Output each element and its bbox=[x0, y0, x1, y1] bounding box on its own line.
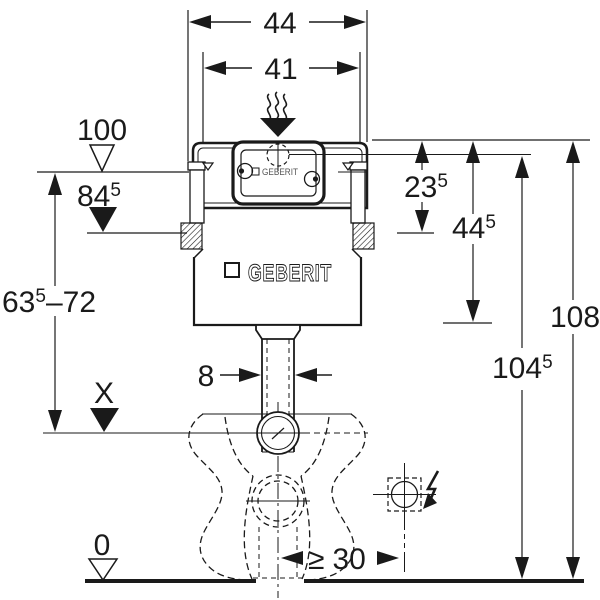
outlet-offset-label: ≥30 bbox=[308, 543, 366, 576]
odor-extraction-icon bbox=[260, 91, 296, 137]
arrow-down-icon bbox=[466, 300, 480, 322]
tank-brand-label: GEBERIT bbox=[248, 260, 332, 287]
dimension-front-panel: 235 bbox=[397, 141, 448, 234]
lightning-arrowhead-icon bbox=[423, 493, 437, 509]
marker-plate-level: 845 bbox=[77, 180, 187, 234]
access-panel: GEBERIT bbox=[231, 140, 326, 206]
dimension-install-height: 1045 bbox=[492, 156, 553, 579]
dimension-inner-width: 41 bbox=[202, 52, 361, 142]
panel-screw-icon bbox=[312, 176, 319, 182]
panel-brand-label: GEBERIT bbox=[262, 167, 298, 177]
arrow-left-icon bbox=[281, 551, 303, 565]
marker-floor-level: 0 bbox=[87, 529, 119, 582]
water-level-icon bbox=[341, 162, 355, 172]
panel-clip-right bbox=[303, 170, 321, 188]
right-dimensions: 235 445 1045 108 bbox=[289, 139, 600, 579]
panel-screw-icon bbox=[238, 168, 245, 174]
inner-width-label: 41 bbox=[264, 53, 297, 86]
cistern-tank: GEBERIT bbox=[192, 257, 363, 327]
arrow-left-icon bbox=[189, 15, 211, 29]
right-hanger-bar bbox=[350, 169, 366, 224]
left-hanger-bar bbox=[189, 169, 205, 224]
flush-pipe-flange bbox=[255, 324, 301, 340]
dimension-flush-pipe-width: 8 bbox=[198, 360, 332, 393]
level-triangle-open-icon bbox=[87, 558, 119, 582]
flush-pipe-width-label: 8 bbox=[198, 360, 215, 393]
water-level-icon bbox=[201, 162, 215, 172]
arrow-down-icon bbox=[566, 557, 580, 579]
arrow-right-icon bbox=[239, 368, 261, 382]
bend-range-label: 635–72 bbox=[2, 286, 96, 319]
front-panel-label: 235 bbox=[404, 171, 448, 204]
arrow-up-icon bbox=[415, 141, 429, 163]
install-height-label: 1045 bbox=[492, 352, 553, 385]
dimension-bend-range: 635–72 bbox=[2, 173, 96, 432]
total-height-label: 108 bbox=[550, 301, 600, 334]
right-threaded-rod bbox=[352, 222, 375, 250]
arrow-right-icon bbox=[344, 15, 366, 29]
left-threaded-rod bbox=[180, 222, 203, 250]
arrow-down-icon bbox=[415, 210, 429, 232]
level-triangle-filled-icon bbox=[89, 207, 117, 232]
arrow-left-icon bbox=[204, 61, 226, 75]
down-arrow-icon bbox=[260, 118, 296, 137]
arrow-down-icon bbox=[515, 557, 529, 579]
lightning-icon bbox=[425, 470, 440, 504]
electrical-connection bbox=[373, 463, 440, 572]
tank-logo-square-icon bbox=[224, 262, 240, 278]
arrow-right-icon bbox=[377, 551, 399, 565]
dimension-total-height: 108 bbox=[550, 141, 600, 579]
top-level-label: 100 bbox=[77, 114, 127, 147]
panel-logo-square-icon bbox=[251, 167, 260, 176]
arrow-left-icon bbox=[295, 368, 317, 382]
x-level-label: X bbox=[94, 377, 114, 410]
level-triangle-filled-icon bbox=[90, 408, 119, 432]
arrow-up-icon bbox=[466, 141, 480, 163]
arrow-up-icon bbox=[48, 173, 62, 195]
marker-x-level: X bbox=[90, 377, 119, 432]
arrow-right-icon bbox=[337, 61, 359, 75]
arrow-down-icon bbox=[48, 410, 62, 432]
dimension-outer-width: 44 bbox=[187, 7, 368, 161]
dimension-outlet-offset: ≥30 bbox=[281, 543, 399, 576]
outer-width-label: 44 bbox=[263, 7, 296, 40]
tank-bottom-label: 445 bbox=[452, 212, 496, 245]
marker-top-level: 100 bbox=[37, 114, 189, 173]
floor-level-label: 0 bbox=[94, 529, 111, 562]
level-triangle-open-icon bbox=[88, 144, 116, 173]
dimension-tank-bottom: 445 bbox=[443, 141, 496, 324]
arrow-up-icon bbox=[515, 156, 529, 178]
arrow-up-icon bbox=[566, 141, 580, 163]
